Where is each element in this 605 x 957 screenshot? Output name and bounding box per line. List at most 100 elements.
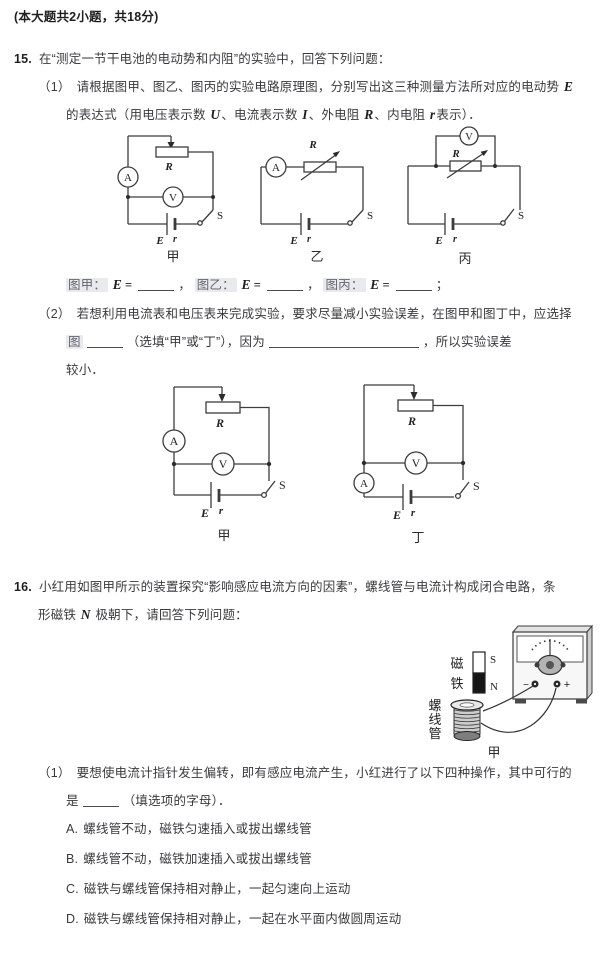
coil-windings [454, 709, 480, 733]
voltmeter-label: V [219, 457, 228, 471]
q15-number: 15. [14, 52, 32, 66]
rheostat-label: R [164, 161, 172, 173]
line2-seg1: 的表达式（用电压表示数 [66, 108, 206, 122]
option-c-text: 磁铁与螺线管保持相对静止，一起匀速向上运动 [83, 882, 351, 896]
q15-part2-line2-mid: （选填“甲”或“丁”），因为 [126, 335, 265, 349]
wire-to-positive [480, 687, 557, 733]
option-d-label: D. [66, 912, 79, 926]
var-U: U [210, 107, 221, 122]
galvanometer-side-face [586, 624, 593, 701]
q16-part1-line1-text: 要想使电流计指针发生偏转，即有感应电流产生，小红进行了以下四种操作，其中可行的 [76, 766, 572, 780]
equals-sign: = [125, 278, 133, 292]
rheostat-arrow [218, 394, 226, 402]
internal-r-label: r [453, 234, 457, 245]
voltmeter-symbol [162, 186, 184, 208]
q15-answer-line: 图甲： E=， 图乙： E=， 图丙： E=； [66, 276, 449, 294]
q16-stem-line2: 形磁铁 N 极朝下，请回答下列问题： [38, 606, 248, 624]
junction-dot [266, 461, 272, 467]
option-b: B.螺线管不动，磁铁加速插入或拔出螺线管 [66, 850, 312, 868]
circuit-yi-caption: 乙 [310, 249, 323, 264]
rheostat-label: R [451, 148, 459, 160]
q16-number: 16. [14, 580, 32, 594]
ammeter-symbol [265, 156, 287, 178]
q15-part2-line3: 较小． [66, 363, 105, 377]
q16-stem-line2-post: 极朝下，请回答下列问题： [95, 608, 248, 622]
line2-seg5: 表示）． [436, 108, 481, 122]
var-r: r [429, 107, 436, 122]
voltmeter-label: V [465, 132, 473, 143]
voltmeter-label: V [412, 456, 421, 470]
magnet-label-char2: 铁 [450, 676, 463, 691]
q15-part2-line1: （2）若想利用电流表和电压表来完成实验，要求尽量减小实验误差，在图甲和图丁中，应… [38, 305, 572, 323]
var-E: E [563, 79, 574, 94]
circuit-jia2-caption: 甲 [217, 528, 230, 543]
q15-part2-line2: 图（选填“甲”或“丁”），因为，所以实验误差 [66, 333, 512, 351]
switch-lever [458, 481, 470, 496]
var-R: R [364, 107, 374, 122]
rheostat-arrow-line [446, 152, 485, 179]
emf-label: E [200, 506, 209, 520]
q16-stem-line1-text: 小红用如图甲所示的装置探究“影响感应电流方向的因素”，螺线管与电流计构成闭合电路… [38, 580, 556, 594]
emf-label: E [289, 235, 297, 247]
wires [407, 135, 521, 225]
rheostat-arrow [167, 142, 175, 149]
galvanometer-foot [576, 699, 587, 704]
bar-magnet: S N 磁 铁 [450, 651, 498, 694]
internal-r-label: r [411, 507, 416, 519]
voltmeter-symbol [404, 451, 428, 475]
circuit-jia2-diagram: R A V S E r 甲 [162, 386, 286, 543]
switch-label: S [217, 210, 223, 222]
rheostat-arrow [332, 151, 340, 158]
var-N: N [80, 607, 91, 622]
answer-blank-bing [395, 278, 432, 291]
minus-label: − [523, 680, 529, 691]
switch-label: S [367, 210, 373, 222]
apparatus-caption: 甲 [487, 745, 500, 760]
coil-top-hole [459, 702, 475, 708]
solenoid: 螺 线 管 [428, 698, 484, 741]
switch-label: S [279, 478, 286, 492]
switch-lever [351, 209, 364, 223]
switch-label: S [473, 479, 480, 493]
fig-jia-token: 图甲： [66, 278, 109, 292]
option-d-text: 磁铁与螺线管保持相对静止，一起在水平面内做圆周运动 [83, 912, 402, 926]
switch-lever [503, 208, 515, 223]
answer-blank-yi [267, 278, 304, 291]
wires [173, 386, 270, 496]
separator: ， [178, 278, 192, 292]
magnet-n-half [472, 672, 486, 694]
q15-stem-text: 在“测定一节干电池的电动势和内阻”的实验中，回答下列问题： [38, 52, 391, 66]
option-c: C.磁铁与螺线管保持相对静止，一起匀速向上运动 [66, 880, 351, 898]
terminal-hole [533, 682, 537, 686]
ammeter-label: A [360, 478, 368, 490]
q15-part1-line2: 的表达式（用电压表示数 U、电流表示数 I、外电阻 R、内电阻 r表示）． [66, 106, 481, 124]
q16-stem-line1: 16. 小红用如图甲所示的装置探究“影响感应电流方向的因素”，螺线管与电流计构成闭… [14, 578, 556, 596]
separator: ； [435, 278, 449, 292]
coil-bottom-flange [453, 731, 481, 741]
circuit-ding-caption: 丁 [411, 530, 424, 545]
q15-part1-line1-text: 请根据图甲、图乙、图丙的实验电路原理图，分别写出这三种测量方法所对应的电动势 [76, 80, 560, 94]
option-d: D. 磁铁与螺线管保持相对静止，一起在水平面内做圆周运动 [66, 910, 401, 928]
rheostat-symbol [397, 399, 434, 412]
reason-blank [268, 335, 419, 348]
ammeter-symbol [162, 429, 186, 453]
switch-pivot [197, 220, 203, 226]
equals-sign: = [382, 278, 390, 292]
rheostat-label: R [215, 416, 224, 430]
junction-dot [460, 460, 466, 466]
line2-seg4: 、内电阻 [374, 108, 426, 122]
ammeter-symbol [117, 166, 139, 188]
option-a-label: A. [66, 822, 79, 836]
q15-part1-number: （1） [38, 80, 71, 94]
rheostat-label: R [308, 139, 316, 151]
mechanism-screw [534, 662, 540, 668]
junction-dot [434, 164, 438, 168]
ammeter-label: A [124, 172, 132, 184]
mechanism-core [546, 661, 554, 669]
voltmeter-symbol [459, 126, 479, 146]
q15-part1-line1: （1） 请根据图甲、图乙、图丙的实验电路原理图，分别写出这三种测量方法所对应的电动… [38, 78, 574, 96]
ammeter-label: A [170, 434, 179, 448]
coil-label-char1: 螺 [428, 698, 441, 713]
option-b-label: B. [66, 852, 79, 866]
